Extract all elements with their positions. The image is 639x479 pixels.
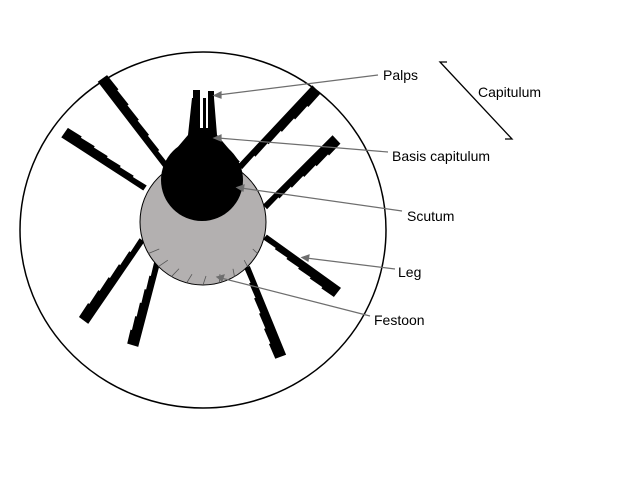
festoon-mark xyxy=(243,259,248,267)
label-festoon: Festoon xyxy=(374,312,425,328)
palp-gap2 xyxy=(206,93,208,128)
leg-5 xyxy=(263,234,341,299)
festoon-mark xyxy=(158,259,169,267)
festoon-mark xyxy=(252,248,258,254)
festoon-arrowhead xyxy=(215,274,225,283)
scutum-arrowhead xyxy=(235,184,245,192)
leg-4 xyxy=(262,135,342,210)
capitulum-bracket xyxy=(438,61,514,140)
outer-circle xyxy=(19,51,387,409)
label-basis-capitulum: Basis capitulum xyxy=(392,148,490,164)
palps-leader xyxy=(217,74,379,96)
basis-leader xyxy=(217,137,389,153)
festoon-mark xyxy=(232,268,235,277)
capitulum-body xyxy=(161,90,243,221)
leg-2 xyxy=(61,126,147,191)
leader-lines xyxy=(212,74,403,317)
leg-arrowhead xyxy=(300,254,310,262)
legs xyxy=(61,74,342,360)
label-scutum: Scutum xyxy=(407,208,454,224)
festoon-mark xyxy=(171,268,180,277)
basis-capitulum-shape xyxy=(165,98,240,162)
palp-left xyxy=(193,90,200,135)
scutum-leader xyxy=(240,187,403,212)
leg-8 xyxy=(125,262,160,347)
leg-1 xyxy=(97,74,170,169)
label-capitulum: Capitulum xyxy=(478,84,541,100)
label-palps: Palps xyxy=(383,67,418,83)
festoon-mark xyxy=(186,273,193,284)
festoon-mark xyxy=(148,248,160,254)
leg-leader xyxy=(305,257,396,270)
palps-arrowhead xyxy=(212,91,222,99)
palp-right xyxy=(208,91,214,135)
leg-6 xyxy=(244,265,287,360)
festoon-mark xyxy=(202,275,207,286)
palp-gap xyxy=(200,93,203,128)
leg-7 xyxy=(77,238,145,324)
festoon-leader xyxy=(220,277,371,317)
label-leg: Leg xyxy=(398,264,421,280)
basis-arrowhead xyxy=(212,134,222,142)
leg-3 xyxy=(237,85,322,170)
hypostome xyxy=(203,101,206,129)
